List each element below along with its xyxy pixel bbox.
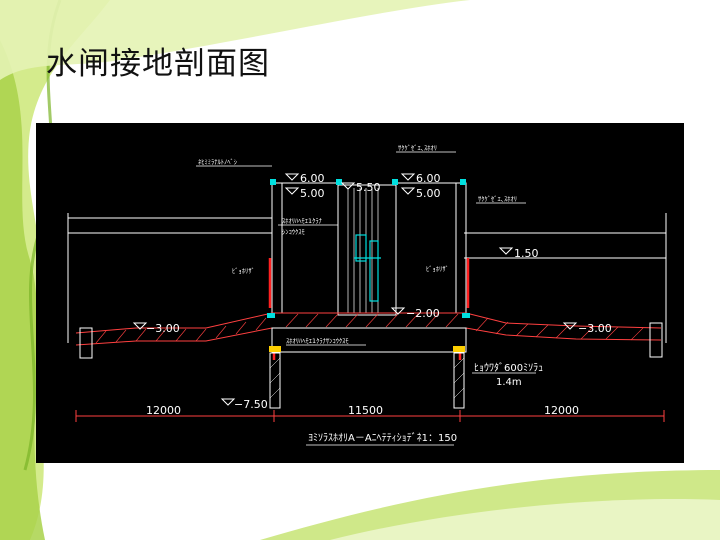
elev-right-second: 5.00 bbox=[416, 187, 441, 200]
connection-nodes bbox=[267, 179, 470, 318]
elev-center-floor: −2.00 bbox=[406, 307, 440, 320]
gate-mechanism bbox=[354, 234, 381, 302]
note-top-left: ﾈﾋﾐﾐﾗﾅﾙﾄﾉﾍﾞｼ bbox=[198, 158, 238, 166]
elev-right-top: 6.00 bbox=[416, 172, 441, 185]
elevation-markers bbox=[132, 173, 578, 406]
dim-right-span: 12000 bbox=[544, 404, 579, 417]
ground-lines bbox=[67, 213, 667, 343]
piles bbox=[269, 352, 465, 409]
note-top-right: ｻｸｹﾞｾﾞｴ､ｽﾎｵﾘ bbox=[398, 144, 437, 152]
elev-left-second: 5.00 bbox=[300, 187, 325, 200]
slide-title: 水闸接地剖面图 bbox=[46, 46, 270, 82]
gate-walls bbox=[271, 182, 467, 316]
pile-hatch bbox=[269, 357, 465, 399]
leaf-shape-bottom-light bbox=[330, 499, 720, 540]
leaf-shape-top bbox=[0, 0, 470, 80]
pile-caps bbox=[269, 346, 465, 352]
elev-right-bank: 1.50 bbox=[514, 247, 539, 260]
note-pile-1: ﾋｮｳﾜﾀﾞ600ﾐｿﾗｭ bbox=[474, 362, 543, 374]
floor-hatch bbox=[95, 313, 644, 344]
note-pile-2: 1.4m bbox=[496, 377, 522, 388]
note-gate-upper-2: ｼﾝｺｳｸｽﾓ bbox=[282, 228, 305, 236]
leader-lines bbox=[196, 151, 536, 374]
section-drawing: 6.00 5.00 5.50 6.00 5.00 1.50 −3.00 −2.0… bbox=[67, 144, 667, 446]
dim-left-span: 12000 bbox=[146, 404, 181, 417]
elev-pile-bottom: −7.50 bbox=[234, 398, 268, 411]
dimension-line bbox=[75, 410, 665, 422]
gate-detail bbox=[347, 188, 379, 313]
drawing-caption: ﾖﾐｿﾗｽﾎｵﾘA－Aﾆﾍﾃﾃｨｼｮﾃﾞﾈ1：150 bbox=[308, 432, 457, 444]
cad-drawing: 6.00 5.00 5.50 6.00 5.00 1.50 −3.00 −2.0… bbox=[36, 123, 684, 463]
elev-left-floor: −3.00 bbox=[146, 322, 180, 335]
note-gate-upper-1: ｽﾎｵﾘﾊﾍﾓｴ1ｸﾗﾅ bbox=[282, 217, 322, 225]
elev-left-top: 6.00 bbox=[300, 172, 325, 185]
dim-center-span: 11500 bbox=[348, 404, 383, 417]
note-right-wall: ﾋﾞｮﾎﾘｻﾞ bbox=[426, 265, 449, 273]
base-slab bbox=[79, 322, 663, 359]
note-right-side: ｻｸｹﾞｾﾞｴ､ｽﾎｵﾘ bbox=[478, 195, 517, 203]
elev-center-top: 5.50 bbox=[356, 181, 381, 194]
elev-right-floor: −3.00 bbox=[578, 322, 612, 335]
note-gate-lower: ｽﾎｵﾘﾊﾍﾓｴ1ｸﾗﾅｻﾝｺｳｸｽﾓ bbox=[286, 337, 349, 345]
note-left-wall: ﾋﾞｮﾎﾘｻﾞ bbox=[232, 267, 255, 275]
